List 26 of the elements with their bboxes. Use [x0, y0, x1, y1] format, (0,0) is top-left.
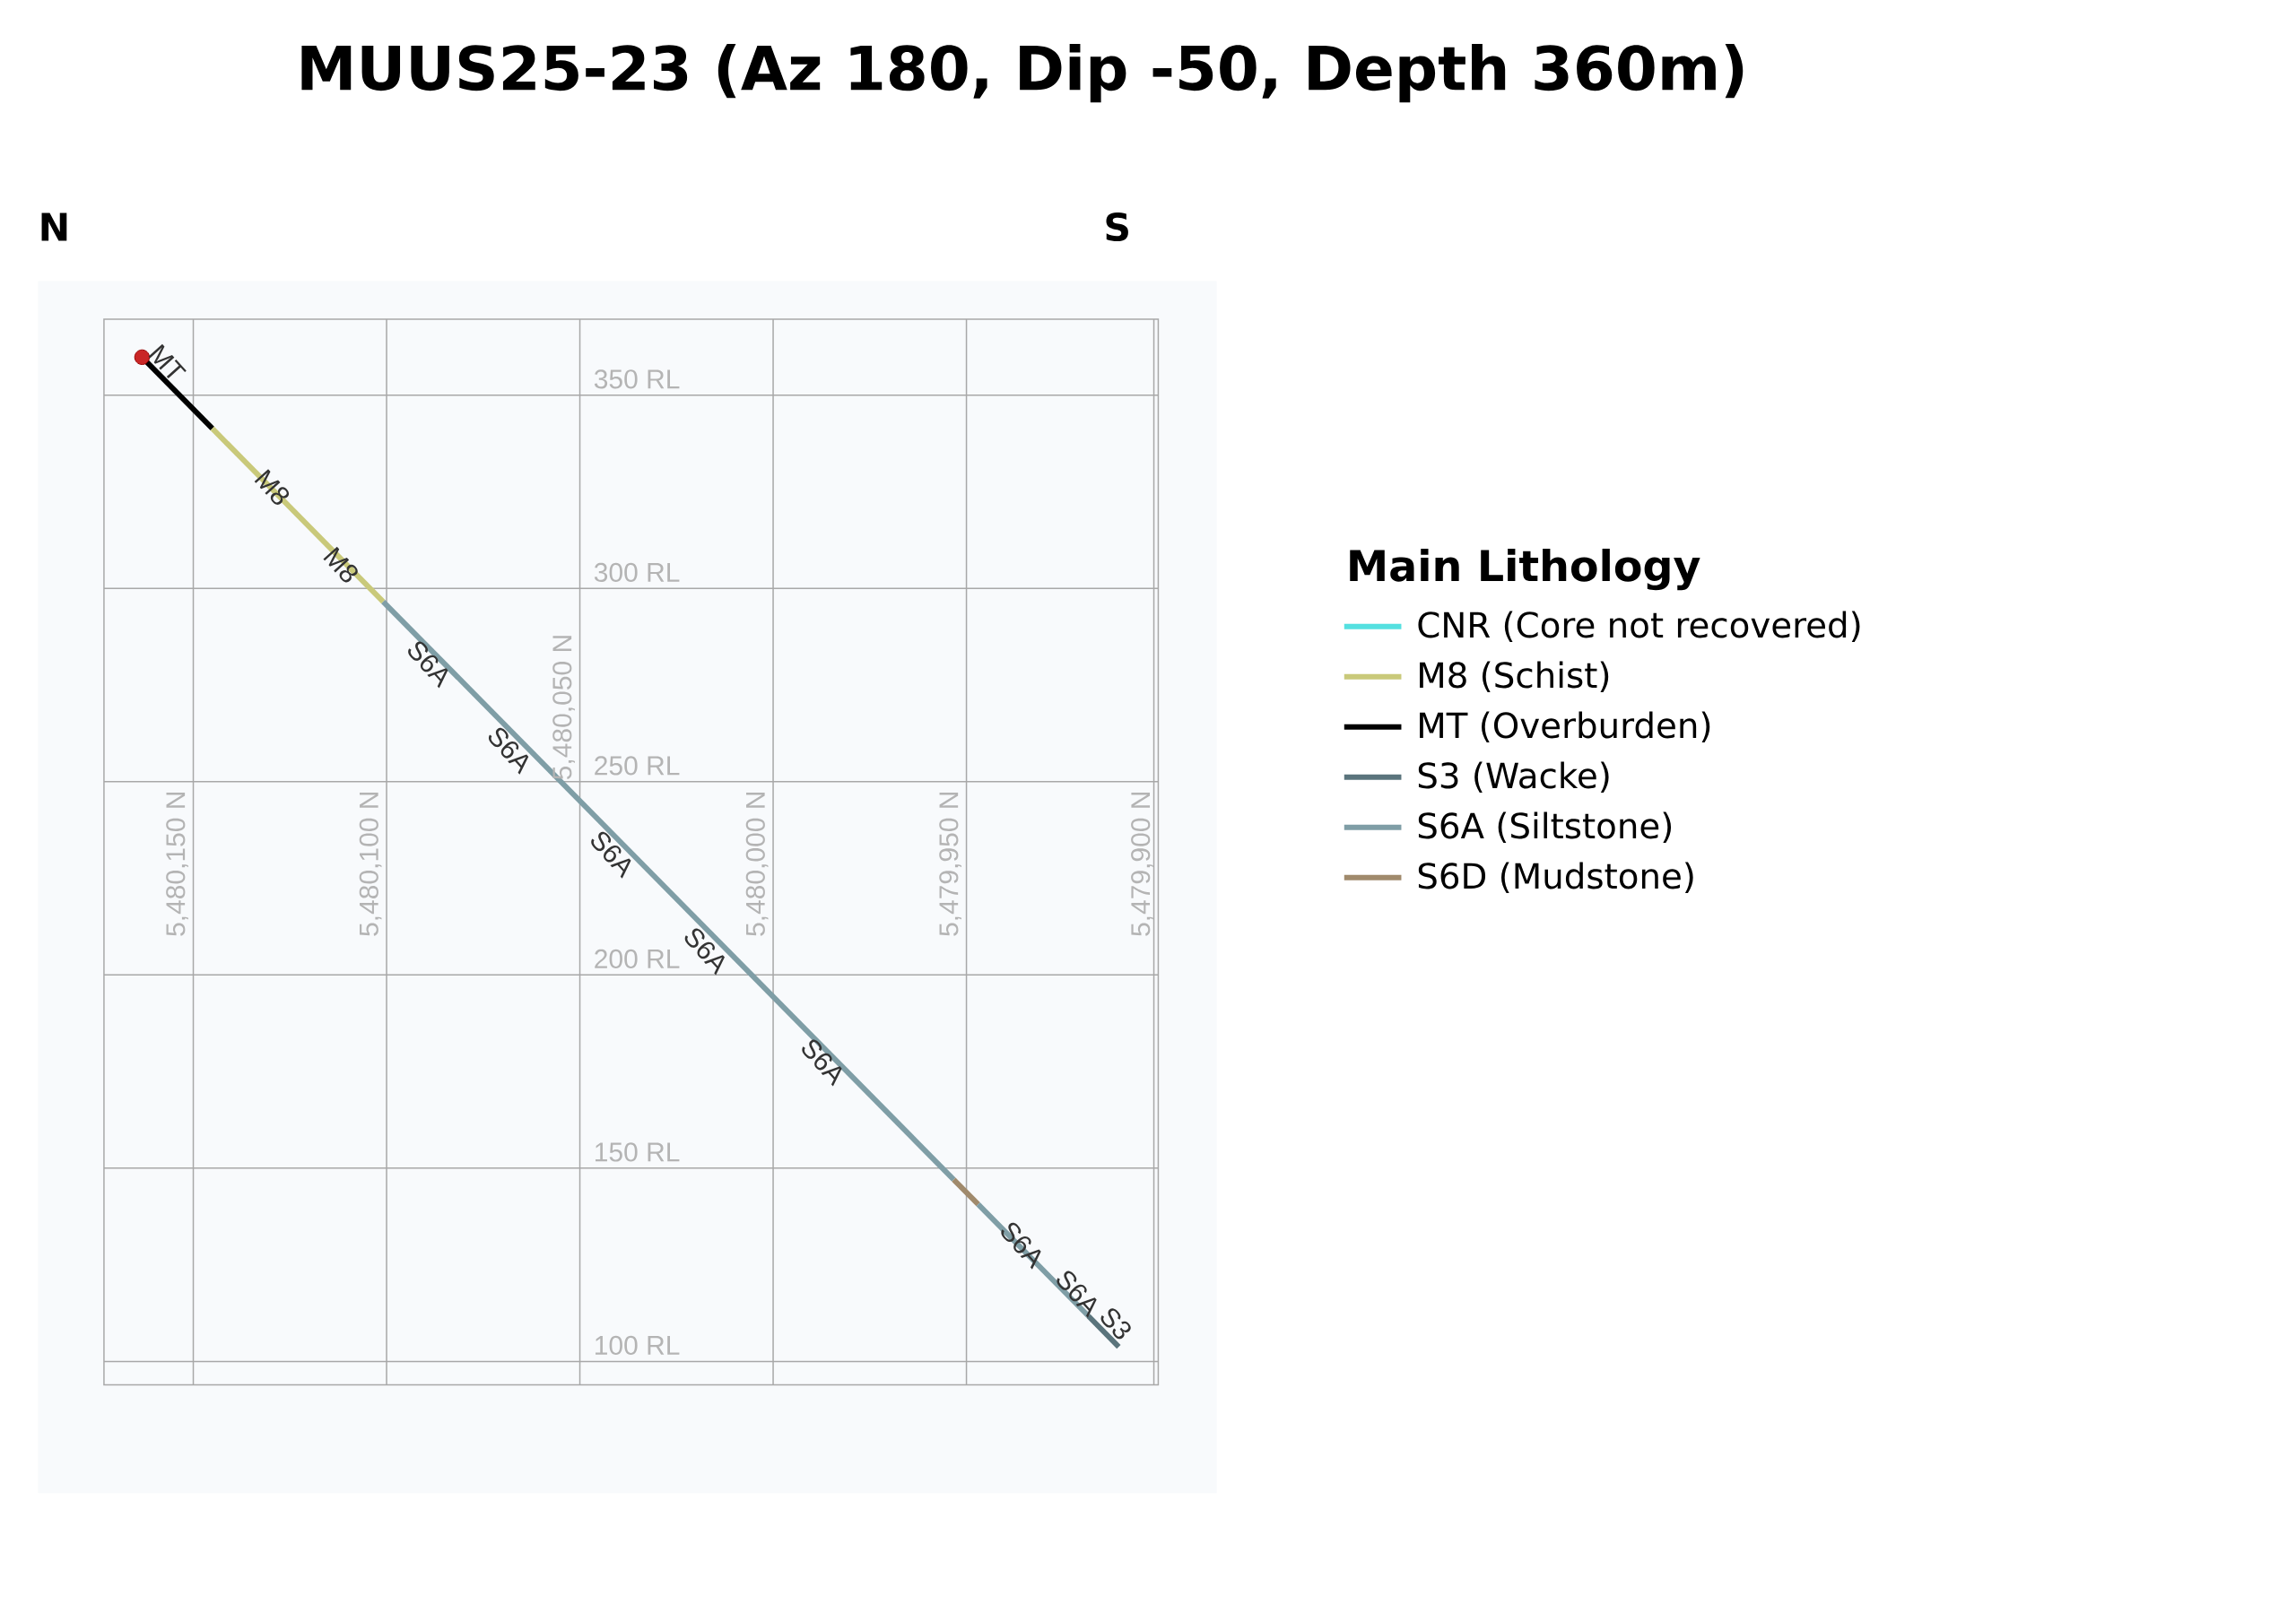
northing-label: 5,480,100 N — [359, 793, 382, 936]
elevation-label: 150 RL — [596, 1142, 680, 1162]
direction-label: S — [1106, 213, 1128, 242]
elevation-label: 250 RL — [595, 756, 680, 776]
legend-text: S3 (Wacke) — [1418, 761, 1609, 794]
elevation-label: 350 RL — [594, 369, 680, 389]
elevation-label: 200 RL — [595, 949, 680, 968]
elevation-label: 300 RL — [594, 562, 680, 582]
northing-label: 5,479,900 N — [1131, 793, 1153, 936]
lithology-label: M8 — [254, 469, 290, 505]
legend-text: S6A (Siltstone) — [1418, 811, 1672, 844]
legend-text: M8 (Schist) — [1420, 661, 1609, 693]
northing-label: 5,479,950 N — [939, 793, 961, 936]
legend-title: Main Lithology — [1350, 548, 1700, 591]
legend-text: S6D (Mudstone) — [1418, 862, 1693, 894]
lithology-label: M8 — [323, 546, 358, 583]
northing-label: 5,480,150 N — [166, 793, 188, 936]
northing-label: 5,480,050 N — [552, 636, 575, 780]
lithology-label: MT — [148, 343, 187, 379]
lithology-label: S3 — [1100, 1308, 1131, 1340]
legend-text: MT (Overburden) — [1420, 711, 1710, 743]
title: MUUS25-23 (Az 180, Dip -50, Depth 360m) — [301, 44, 1744, 103]
legend-text: CNR (Core not recovered) — [1418, 611, 1860, 643]
elevation-label: 100 RL — [596, 1335, 680, 1356]
direction-label: N — [41, 213, 67, 241]
northing-label: 5,480,000 N — [745, 793, 769, 936]
